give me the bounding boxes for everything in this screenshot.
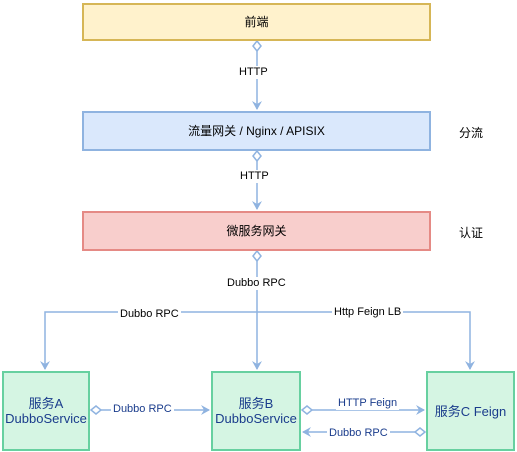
frontend-label: 前端 [244, 14, 269, 29]
micro-gateway-node[interactable]: 微服务网关 [82, 211, 431, 251]
edge-label-http-2: HTTP [238, 170, 271, 183]
edge-label-dubbo-rpc-cb: Dubbo RPC [327, 427, 390, 440]
edge-label-http-1: HTTP [237, 66, 270, 79]
edge-label-http-feign-lb: Http Feign LB [332, 306, 404, 319]
traffic-gateway-node[interactable]: 流量网关 / Nginx / APISIX [82, 111, 431, 151]
frontend-node[interactable]: 前端 [82, 3, 431, 41]
micro-gateway-label: 微服务网关 [226, 223, 287, 238]
edge-label-dubbo-rpc-left: Dubbo RPC [118, 308, 181, 321]
edge-micro-service-c [257, 311, 475, 370]
service-a-subtitle: DubboService [5, 411, 87, 426]
service-c-node[interactable]: 服务C Feign [426, 371, 515, 451]
auth-label: 认证 [459, 226, 484, 240]
service-b-node[interactable]: 服务B DubboService [211, 371, 301, 451]
service-b-subtitle: DubboService [215, 411, 297, 426]
service-c-label: 服务C Feign [434, 403, 507, 419]
edge-label-http-feign-bc: HTTP Feign [336, 397, 400, 410]
split-label: 分流 [459, 126, 484, 140]
edge-micro-service-a [40, 311, 257, 370]
traffic-gateway-label: 流量网关 / Nginx / APISIX [188, 123, 325, 138]
service-a-node[interactable]: 服务A DubboService [2, 371, 90, 451]
service-a-title: 服务A [28, 396, 64, 411]
edge-label-dubbo-rpc-center: Dubbo RPC [225, 277, 288, 290]
service-b-title: 服务B [238, 396, 274, 411]
edge-label-dubbo-rpc-ab: Dubbo RPC [111, 403, 174, 416]
